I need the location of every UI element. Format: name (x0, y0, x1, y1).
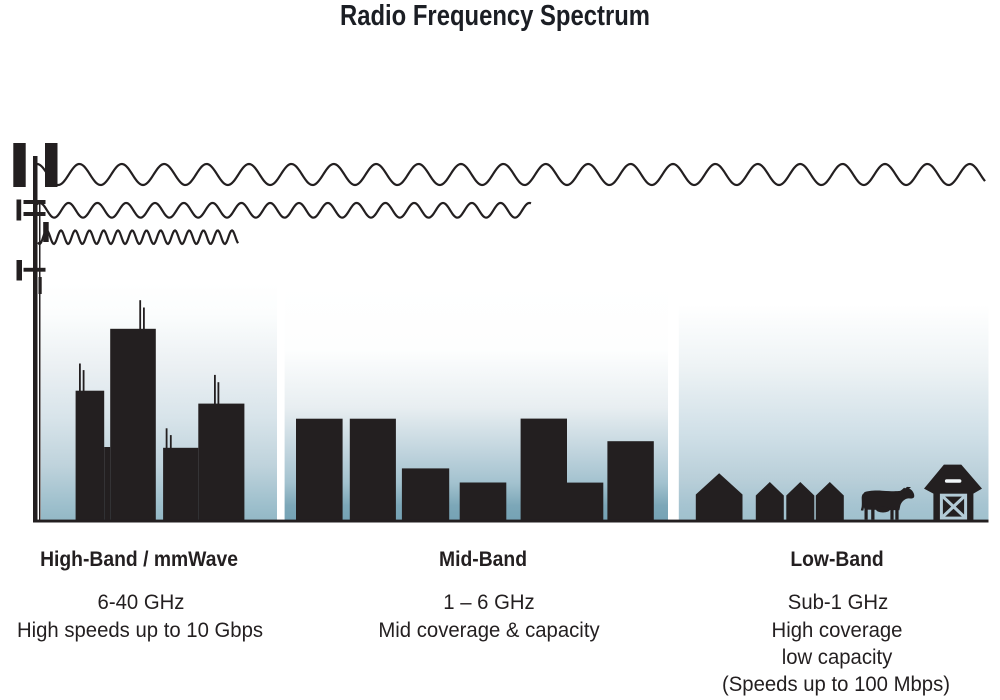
rooftop-antenna (217, 382, 220, 404)
cell-tower-icon (13, 143, 58, 521)
scene-panels (41, 283, 989, 523)
barn-icon (924, 464, 982, 522)
barn-door (939, 493, 968, 520)
building (567, 482, 604, 523)
band-desc-low-3: (Speeds up to 100 Mbps) (721, 672, 951, 696)
house (815, 482, 844, 523)
page-title: Radio Frequency Spectrum (340, 0, 650, 32)
rooftop-antenna (165, 428, 168, 448)
tower-top-left-antenna-panel (13, 143, 26, 187)
building (401, 468, 450, 523)
house (695, 473, 743, 523)
scene-city (41, 283, 277, 523)
cow-icon (860, 486, 915, 520)
wave-mid-band (36, 201, 532, 219)
tower-top-right-antenna-panel (45, 143, 58, 187)
band-desc-mid: Mid coverage & capacity (378, 619, 600, 643)
building (349, 418, 396, 523)
tower-upper-crossbar-1 (23, 200, 46, 204)
band-label-high: High-Band / mmWave (40, 548, 239, 572)
building (520, 418, 567, 523)
band-label-mid: Mid-Band (439, 548, 528, 572)
building (459, 482, 507, 523)
building (607, 441, 654, 523)
band-desc-low-1: High coverage (771, 619, 903, 643)
wave-high-band (36, 162, 986, 187)
building (110, 328, 156, 523)
radio-waves (36, 162, 986, 246)
rooftop-antenna (139, 300, 142, 329)
building (75, 390, 105, 523)
ground-line (33, 519, 989, 523)
band-freq-low: Sub-1 GHz (787, 590, 889, 614)
tower-mast (33, 156, 38, 521)
scene-town (284, 283, 668, 523)
rooftop-antenna (169, 435, 172, 448)
tower-lower-left-antenna (16, 260, 22, 281)
building (163, 447, 199, 523)
band-freq-high: 6-40 GHz (97, 590, 185, 614)
rooftop-antenna (143, 307, 145, 329)
tower-upper-left-antenna (16, 199, 22, 221)
rooftop-antenna (79, 363, 81, 391)
wave-low-band (37, 229, 239, 246)
building (198, 403, 245, 523)
tower-mid-right-antenna (43, 222, 49, 242)
rooftop-antenna (214, 374, 216, 404)
band-freq-mid: 1 – 6 GHz (442, 590, 535, 614)
tower-cable (39, 203, 41, 521)
house (755, 482, 784, 523)
rooftop-antenna (82, 370, 85, 391)
house (786, 482, 815, 523)
band-desc-low-2: low capacity (781, 646, 893, 670)
building (104, 447, 111, 523)
tower-lower-crossbar (23, 267, 46, 272)
tower-conduit-stub (38, 277, 42, 294)
tower-upper-crossbar-2 (23, 212, 46, 216)
barn-vent (944, 479, 962, 483)
building (296, 418, 343, 523)
band-label-low: Low-Band (790, 548, 884, 572)
band-desc-high: High speeds up to 10 Gbps (17, 619, 264, 643)
